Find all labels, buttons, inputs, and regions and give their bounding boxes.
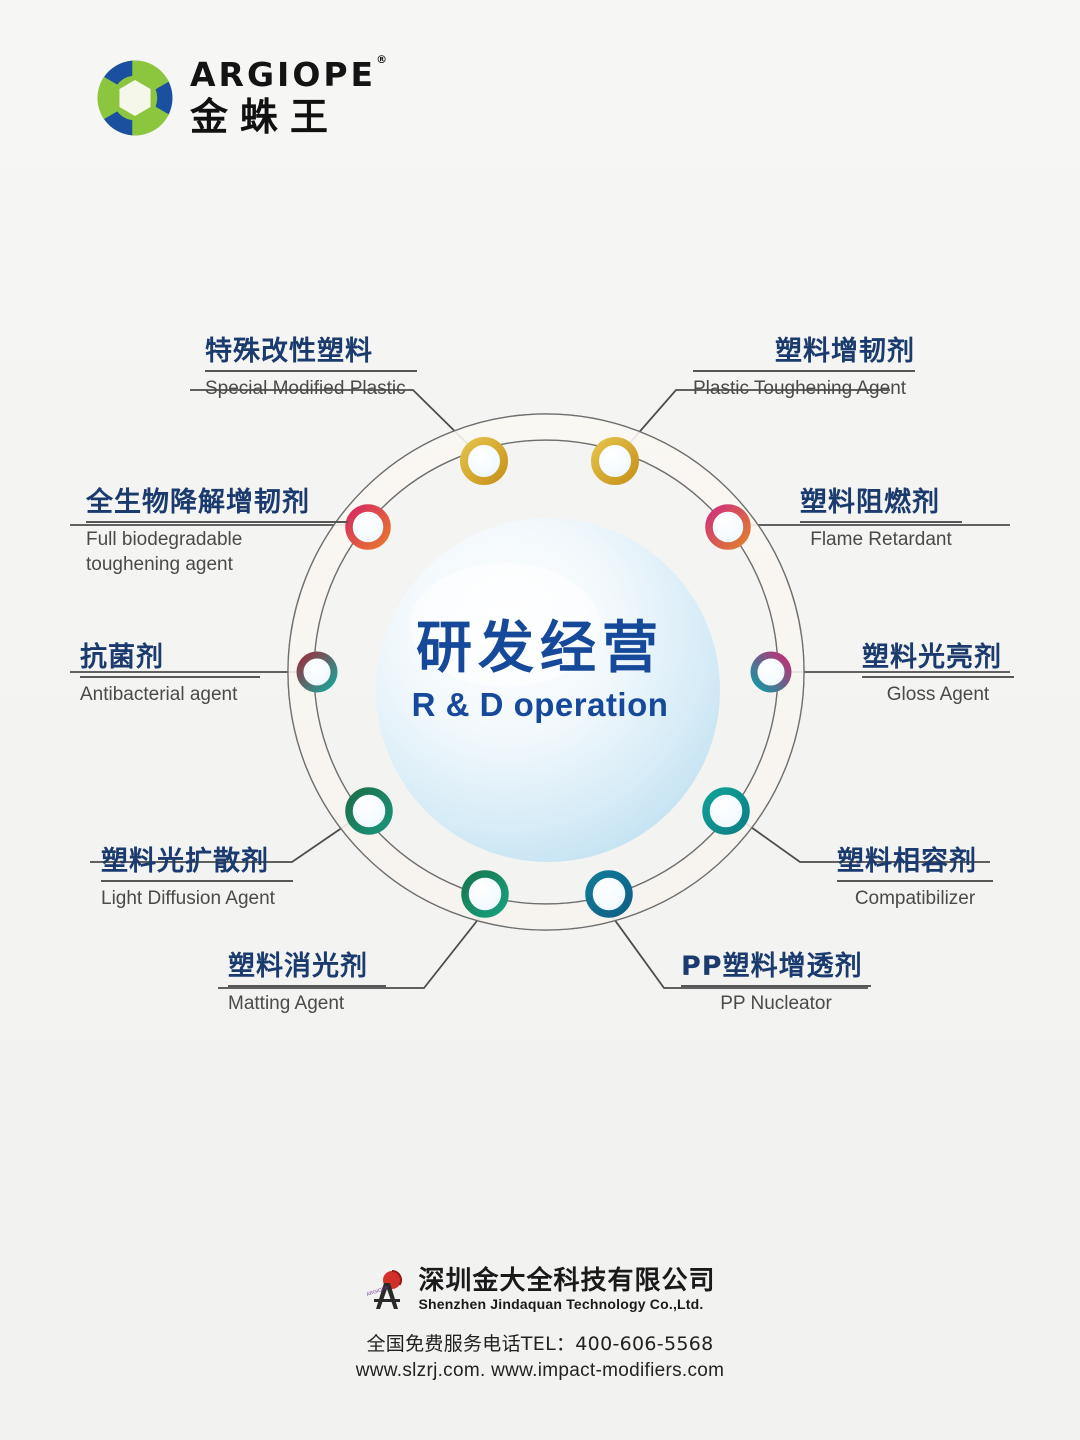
label-full-biodegradable-toughening-agent[interactable]: 全生物降解增韧剂 Full biodegradable toughening a… [86, 487, 348, 577]
label-en-gloss-agent: Gloss Agent [886, 684, 990, 706]
sphere-highlight [410, 563, 600, 687]
center-title-cn: 研发经营 [416, 616, 664, 681]
label-flame-retardant[interactable]: 塑料阻燃剂 Flame Retardant [800, 487, 962, 553]
brand-english-name: ARGIOPE® [190, 54, 387, 94]
label-en-special-modified-plastic: Special Modified Plastic [205, 378, 406, 400]
jindaquan-company-logo-icon: ARGIOPE [364, 1269, 410, 1313]
svg-text:ARGIOPE: ARGIOPE [366, 1284, 390, 1297]
label-cn-matting-agent: 塑料消光剂 [228, 951, 368, 982]
argiope-web-circle-logo-icon [96, 59, 174, 137]
label-light-diffusion-agent[interactable]: 塑料光扩散剂 Light Diffusion Agent [101, 846, 293, 912]
node-gloss-agent[interactable] [750, 651, 792, 693]
footer-company-names: 深圳金大全科技有限公司 Shenzhen Jindaquan Technolog… [418, 1266, 716, 1313]
label-special-modified-plastic[interactable]: 特殊改性塑料 Special Modified Plastic [205, 336, 417, 402]
label-gloss-agent[interactable]: 塑料光亮剂 Gloss Agent [862, 642, 1014, 708]
center-label: 研发经营 R & D operation [0, 618, 1080, 724]
label-underline [681, 985, 871, 988]
footer-company-en: Shenzhen Jindaquan Technology Co.,Ltd. [418, 1296, 704, 1313]
node-special-modified-plastic[interactable] [460, 437, 508, 485]
label-antibacterial-agent[interactable]: 抗菌剂 Antibacterial agent [80, 642, 260, 708]
footer-company: ARGIOPE 深圳金大全科技有限公司 Shenzhen Jindaquan T… [0, 1266, 1080, 1313]
footer: ARGIOPE 深圳金大全科技有限公司 Shenzhen Jindaquan T… [0, 1266, 1080, 1382]
label-en-light-diffusion-agent: Light Diffusion Agent [101, 888, 275, 910]
label-matting-agent[interactable]: 塑料消光剂 Matting Agent [228, 951, 386, 1017]
label-underline [862, 676, 1014, 679]
label-cn-compatibilizer: 塑料相容剂 [837, 846, 977, 877]
label-en-plastic-toughening-agent: Plastic Toughening Agent [693, 378, 907, 400]
node-plastic-toughening-agent[interactable] [591, 437, 639, 485]
label-en-full-biodegradable-toughening-agent-line2: toughening agent [86, 553, 233, 575]
brand-wordmark: ARGIOPE® 金蛛王 [190, 54, 387, 139]
brand-chinese-name: 金蛛王 [190, 95, 341, 139]
label-cn-pp-nucleator: PP塑料增透剂 [681, 951, 863, 982]
label-cn-full-biodegradable-toughening-agent: 全生物降解增韧剂 [86, 487, 310, 518]
diagram-svg [70, 389, 1010, 989]
label-underline [205, 370, 417, 373]
radial-diagram: 研发经营 R & D operation [0, 250, 1080, 1050]
label-pp-nucleator[interactable]: PP塑料增透剂 PP Nucleator [681, 951, 871, 1017]
label-cn-plastic-toughening-agent: 塑料增韧剂 [775, 336, 915, 367]
label-underline [837, 880, 993, 883]
label-cn-special-modified-plastic: 特殊改性塑料 [205, 336, 373, 367]
label-underline [228, 985, 386, 988]
node-matting-agent[interactable] [461, 870, 509, 918]
label-cn-flame-retardant: 塑料阻燃剂 [800, 487, 940, 518]
brand-header: ARGIOPE® 金蛛王 [96, 54, 387, 139]
label-underline [80, 676, 260, 679]
node-flame-retardant[interactable] [705, 504, 751, 550]
label-underline [693, 370, 915, 373]
node-antibacterial-agent[interactable] [296, 651, 338, 693]
node-compatibilizer[interactable] [702, 787, 750, 835]
label-underline [800, 521, 962, 524]
label-cn-antibacterial-agent: 抗菌剂 [80, 642, 164, 673]
registered-trademark-icon: ® [376, 53, 391, 66]
brand-english-text: ARGIOPE [190, 55, 377, 94]
node-pp-nucleator[interactable] [585, 870, 633, 918]
label-en-matting-agent: Matting Agent [228, 993, 345, 1015]
footer-websites: www.slzrj.com. www.impact-modifiers.com [355, 1360, 725, 1382]
label-plastic-toughening-agent[interactable]: 塑料增韧剂 Plastic Toughening Agent [693, 336, 915, 402]
node-markers [296, 437, 792, 918]
footer-company-cn: 深圳金大全科技有限公司 [418, 1266, 716, 1296]
label-en-full-biodegradable-toughening-agent-line1: Full biodegradable [86, 529, 243, 551]
label-compatibilizer[interactable]: 塑料相容剂 Compatibilizer [837, 846, 993, 912]
node-full-biodegradable-toughening-agent[interactable] [345, 504, 391, 550]
label-cn-gloss-agent: 塑料光亮剂 [862, 642, 1002, 673]
center-title-en: R & D operation [411, 685, 669, 723]
label-en-pp-nucleator: PP Nucleator [720, 993, 832, 1015]
label-en-antibacterial-agent: Antibacterial agent [80, 684, 238, 706]
node-light-diffusion-agent[interactable] [345, 787, 393, 835]
label-underline [101, 880, 293, 883]
label-underline [86, 521, 348, 524]
label-en-compatibilizer: Compatibilizer [854, 888, 976, 910]
label-cn-light-diffusion-agent: 塑料光扩散剂 [101, 846, 269, 877]
footer-telephone: 全国免费服务电话TEL：400-606-5568 [366, 1333, 714, 1356]
label-en-flame-retardant: Flame Retardant [810, 529, 952, 551]
